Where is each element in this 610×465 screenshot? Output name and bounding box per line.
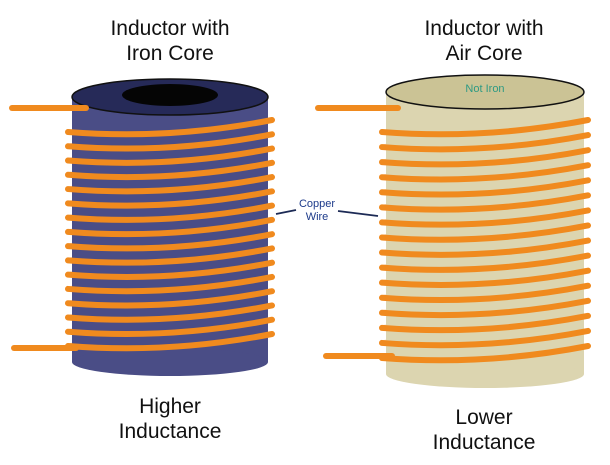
air-core-winding-turn	[379, 267, 591, 288]
iron-core-inductor	[9, 78, 275, 376]
iron-core-title: Inductor with Iron Core	[110, 17, 230, 65]
air-core-winding-turn	[379, 207, 591, 228]
iron-core-winding-turn	[65, 273, 275, 295]
air-core-top-face	[385, 74, 585, 110]
iron-core-winding-turn	[65, 316, 275, 338]
copper-wire-label: Copper Wire	[298, 198, 336, 223]
iron-core-center-hole	[122, 84, 218, 106]
iron-core-copper-windings	[65, 117, 275, 352]
air-core-winding-turn	[379, 282, 591, 304]
iron-core-winding-turn	[65, 117, 275, 138]
iron-core-winding-turn	[65, 145, 275, 166]
iron-core-bottom-edge	[72, 348, 268, 376]
air-core-bottom-edge	[386, 360, 584, 388]
iron-core-winding-turn	[65, 216, 275, 238]
air-core-winding-turn	[379, 147, 591, 168]
iron-core-winding-turn	[65, 245, 275, 266]
not-iron-label: Not Iron	[465, 83, 505, 95]
copper-wire-pointer-left	[275, 209, 297, 215]
copper-wire-pointer-right	[337, 210, 379, 217]
iron-core-winding-turn	[65, 188, 275, 209]
air-core-winding-turn	[379, 252, 591, 273]
air-core-winding-turn	[379, 177, 591, 198]
lower-inductance-caption: Lower Inductance	[432, 406, 536, 454]
air-core-winding-turn	[379, 192, 591, 213]
iron-core-winding-turn	[65, 288, 275, 309]
iron-core-winding-turn	[65, 302, 275, 323]
iron-core-winding-turn	[65, 174, 275, 195]
iron-core-winding-turn	[65, 159, 275, 181]
air-core-winding-turn	[379, 297, 591, 319]
air-core-winding-turn	[379, 343, 591, 364]
air-core-copper-windings	[379, 117, 591, 364]
air-core-winding-turn	[379, 132, 591, 153]
iron-core-winding-turn	[65, 259, 275, 280]
air-core-winding-turn	[379, 312, 591, 334]
air-core-inductor	[315, 74, 591, 388]
iron-core-winding-turn	[65, 231, 275, 252]
iron-core-winding-turn	[65, 331, 275, 352]
air-core-winding-turn	[379, 117, 591, 138]
air-core-title: Inductor with Air Core	[424, 17, 544, 65]
iron-core-winding-turn	[65, 131, 275, 152]
iron-core-winding-turn	[65, 202, 275, 223]
air-core-winding-turn	[379, 162, 591, 183]
air-core-winding-turn	[379, 237, 591, 258]
air-core-winding-turn	[379, 222, 591, 243]
higher-inductance-caption: Higher Inductance	[118, 395, 222, 443]
air-core-winding-turn	[379, 327, 591, 349]
